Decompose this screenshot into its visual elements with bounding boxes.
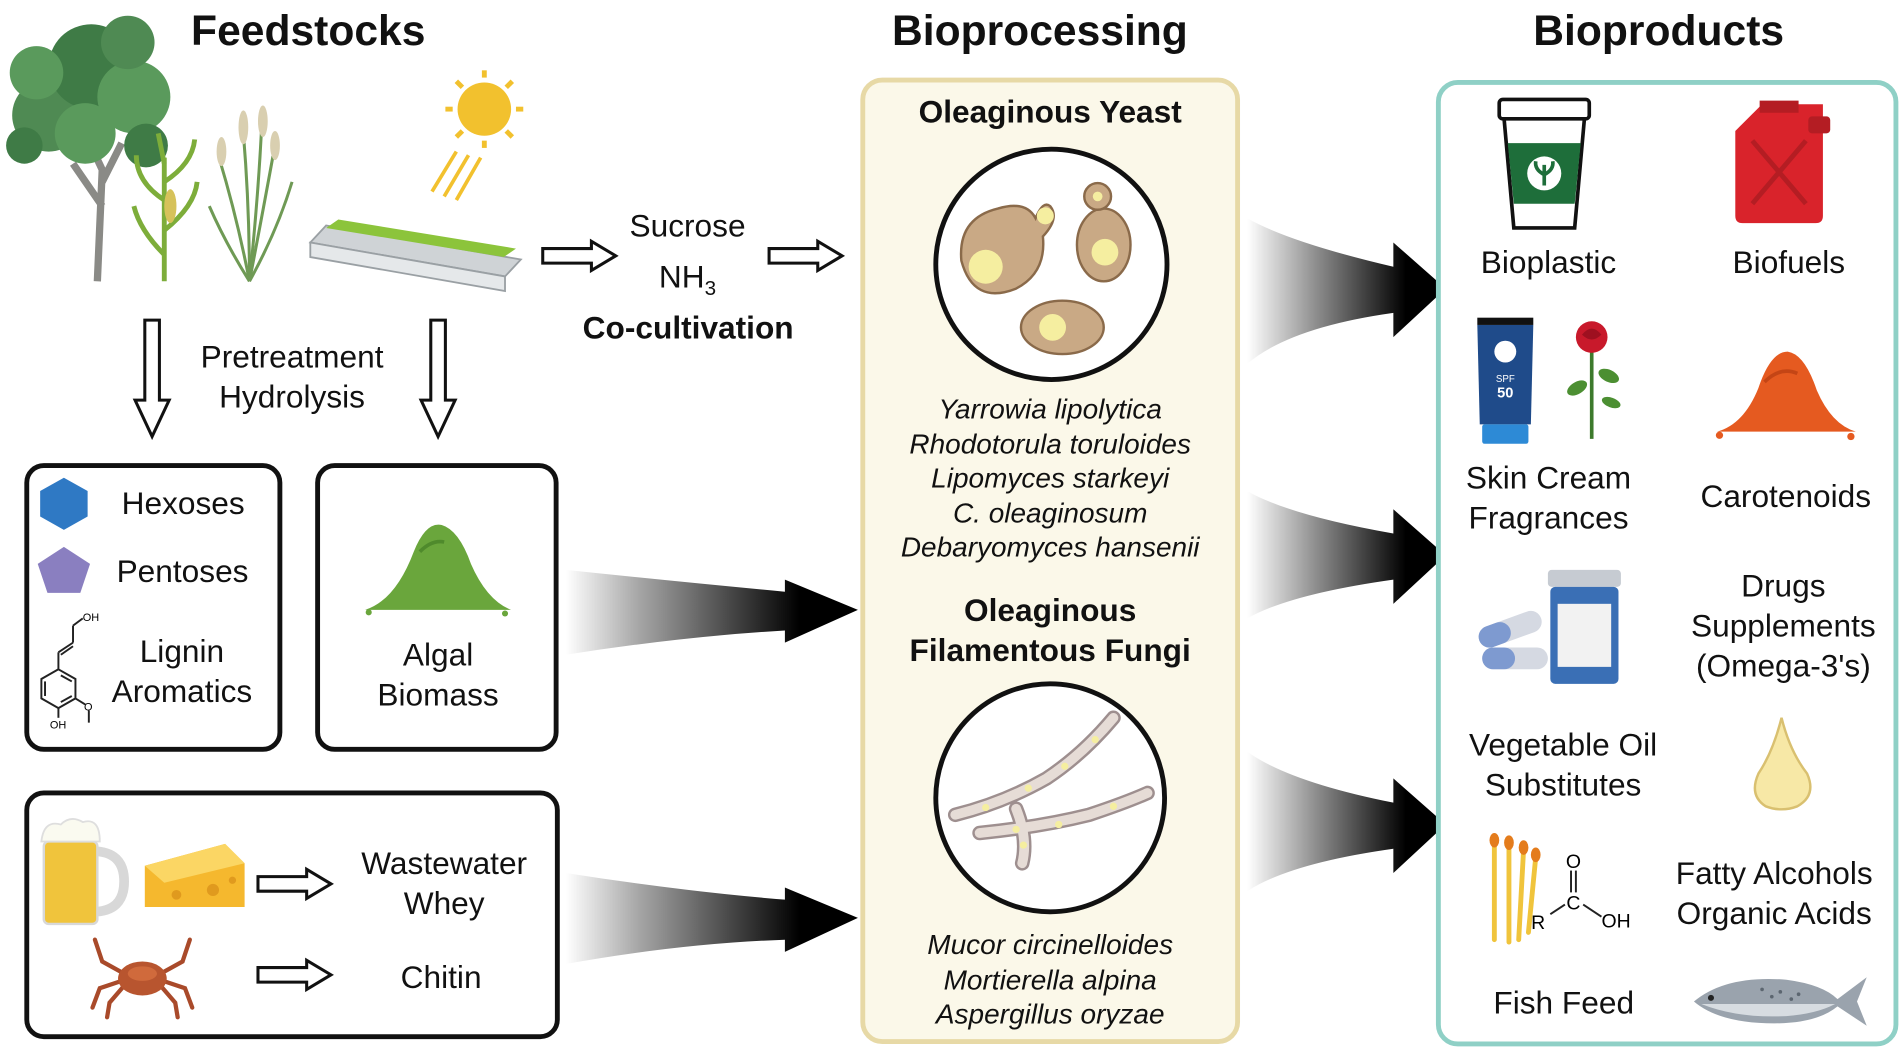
sun-icon xyxy=(430,70,524,201)
algal-to-process-arrow xyxy=(565,569,858,655)
pentagon-icon xyxy=(37,546,91,593)
yeast-title: Oleaginous Yeast xyxy=(918,93,1182,130)
yeast-cell-icon xyxy=(959,203,1055,295)
cocultivation-label: Co-cultivation xyxy=(582,309,794,346)
cocultivation-arrow-in xyxy=(541,238,619,274)
cheese-icon xyxy=(144,843,245,907)
fish-feed-label: Fish Feed xyxy=(1493,984,1635,1021)
process-to-mid-products-arrow xyxy=(1247,491,1446,619)
fungi-species-list: Mucor circinelloides Mortierella alpina … xyxy=(927,928,1174,1030)
carotenoid-pile-icon xyxy=(1715,351,1856,441)
feedstock-illustrations xyxy=(6,15,524,293)
crab-icon xyxy=(90,937,195,1020)
bioproducts-heading: Bioproducts xyxy=(1533,7,1785,55)
pentoses-label: Pentoses xyxy=(116,552,249,590)
svg-text:OH: OH xyxy=(50,720,66,732)
down-arrow-right xyxy=(418,318,458,441)
sucrose-label: Sucrose xyxy=(629,207,746,244)
fish-icon xyxy=(1693,977,1867,1026)
beer-mug-icon xyxy=(40,818,129,926)
algae-tank-icon xyxy=(308,219,523,293)
svg-text:R: R xyxy=(1531,912,1545,934)
rose-icon xyxy=(1567,321,1621,439)
bioprocessing-heading: Bioprocessing xyxy=(891,7,1188,55)
svg-text:C: C xyxy=(1566,892,1580,914)
chitin-label: Chitin xyxy=(400,959,482,996)
fatty-alcohol-matches-icon xyxy=(1489,832,1541,945)
corn-icon xyxy=(131,132,200,282)
whey-arrow xyxy=(256,866,334,902)
nh3-label: NH3 xyxy=(658,258,717,300)
process-to-low-products-arrow xyxy=(1247,751,1446,892)
fungi-hyphae-icon xyxy=(933,681,1168,915)
carboxylic-acid-structure-icon: O R C OH xyxy=(1531,851,1631,934)
grass-seedheads xyxy=(216,105,280,167)
yeast-cells-icon xyxy=(933,146,1170,382)
svg-text:O: O xyxy=(84,702,93,714)
svg-text:OH: OH xyxy=(83,612,99,624)
oil-drop-icon xyxy=(1753,717,1812,811)
cocultivation-arrow-out xyxy=(767,238,846,274)
pills-bottle-icon xyxy=(1478,569,1621,684)
yeast-species-list: Yarrowia lipolytica Rhodotorula toruloid… xyxy=(900,392,1200,563)
yeast-cell-icon xyxy=(1019,299,1105,356)
svg-text:O: O xyxy=(1566,851,1581,873)
yeast-cell-icon xyxy=(1075,181,1132,283)
hexagon-icon xyxy=(40,477,88,530)
switchgrass-icon xyxy=(207,127,294,283)
sunscreen-icon: SPF 50 xyxy=(1477,317,1534,444)
carotenoids-label: Carotenoids xyxy=(1700,477,1872,515)
fuel-can-icon xyxy=(1735,100,1831,224)
biofuels-label: Biofuels xyxy=(1732,243,1846,281)
svg-text:SPF: SPF xyxy=(1496,374,1515,385)
svg-text:OH: OH xyxy=(1601,911,1630,933)
down-arrow-left xyxy=(132,318,172,441)
lignin-structure-icon: OH OH O xyxy=(40,612,99,732)
waste-to-process-arrow xyxy=(565,873,858,964)
bioplastic-cup-icon xyxy=(1497,97,1592,230)
hexoses-label: Hexoses xyxy=(121,485,245,522)
bioproducts-panel xyxy=(1435,80,1899,1047)
corn-cob-icon xyxy=(164,189,177,224)
algae-pile-icon xyxy=(365,524,512,617)
process-to-top-products-arrow xyxy=(1247,218,1446,364)
svg-text:50: 50 xyxy=(1497,386,1513,402)
bioplastic-label: Bioplastic xyxy=(1480,243,1617,281)
chitin-arrow xyxy=(256,957,334,993)
feedstocks-heading: Feedstocks xyxy=(191,7,426,55)
